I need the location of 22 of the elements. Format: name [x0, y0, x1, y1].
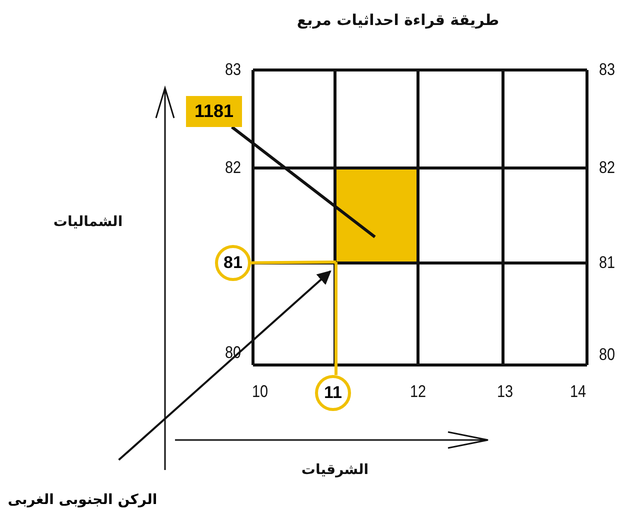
tick-label: 83: [224, 60, 242, 80]
leader-line: [231, 126, 376, 238]
tick-label: 14: [570, 382, 586, 402]
tick-label: 13: [496, 382, 514, 402]
circled-coordinate: 81: [215, 245, 251, 281]
tick-label: 82: [224, 158, 242, 178]
tick-label: 81: [598, 253, 616, 273]
tick-label: 80: [598, 345, 616, 365]
leader-line: [250, 260, 336, 264]
arrow: [118, 270, 332, 461]
axis-title: الشماليات: [53, 214, 123, 230]
tick-label: 83: [598, 60, 616, 80]
circled-coordinate: 11: [315, 375, 351, 411]
diagram-title: طريقة قراءة احداثيات مربع: [296, 11, 500, 29]
tick-label: 10: [252, 382, 268, 402]
corner-label: الركن الجنوبى الغربى: [0, 488, 165, 512]
axis-title: الشرقيات: [301, 462, 369, 478]
highlighted-grid-square: [336, 169, 417, 262]
tick-label: 82: [598, 158, 616, 178]
tick-label: 12: [410, 382, 426, 402]
leader-line: [334, 262, 338, 375]
grid-reference-label: 1181: [186, 96, 242, 127]
